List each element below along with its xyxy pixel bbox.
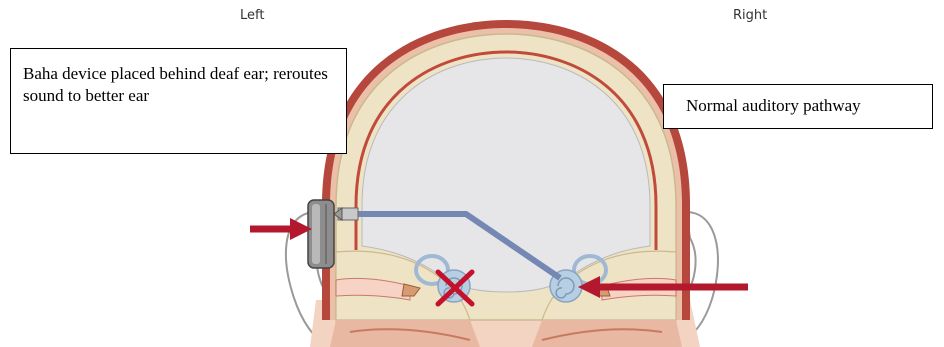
lower-anatomy-left [330,320,480,347]
side-label-right: Right [733,8,767,23]
normal-pathway-callout: Normal auditory pathway [663,84,933,129]
baha-callout: Baha device placed behind deaf ear; rero… [10,48,347,154]
lower-anatomy-right [532,320,682,347]
side-label-left: Left [240,8,264,23]
